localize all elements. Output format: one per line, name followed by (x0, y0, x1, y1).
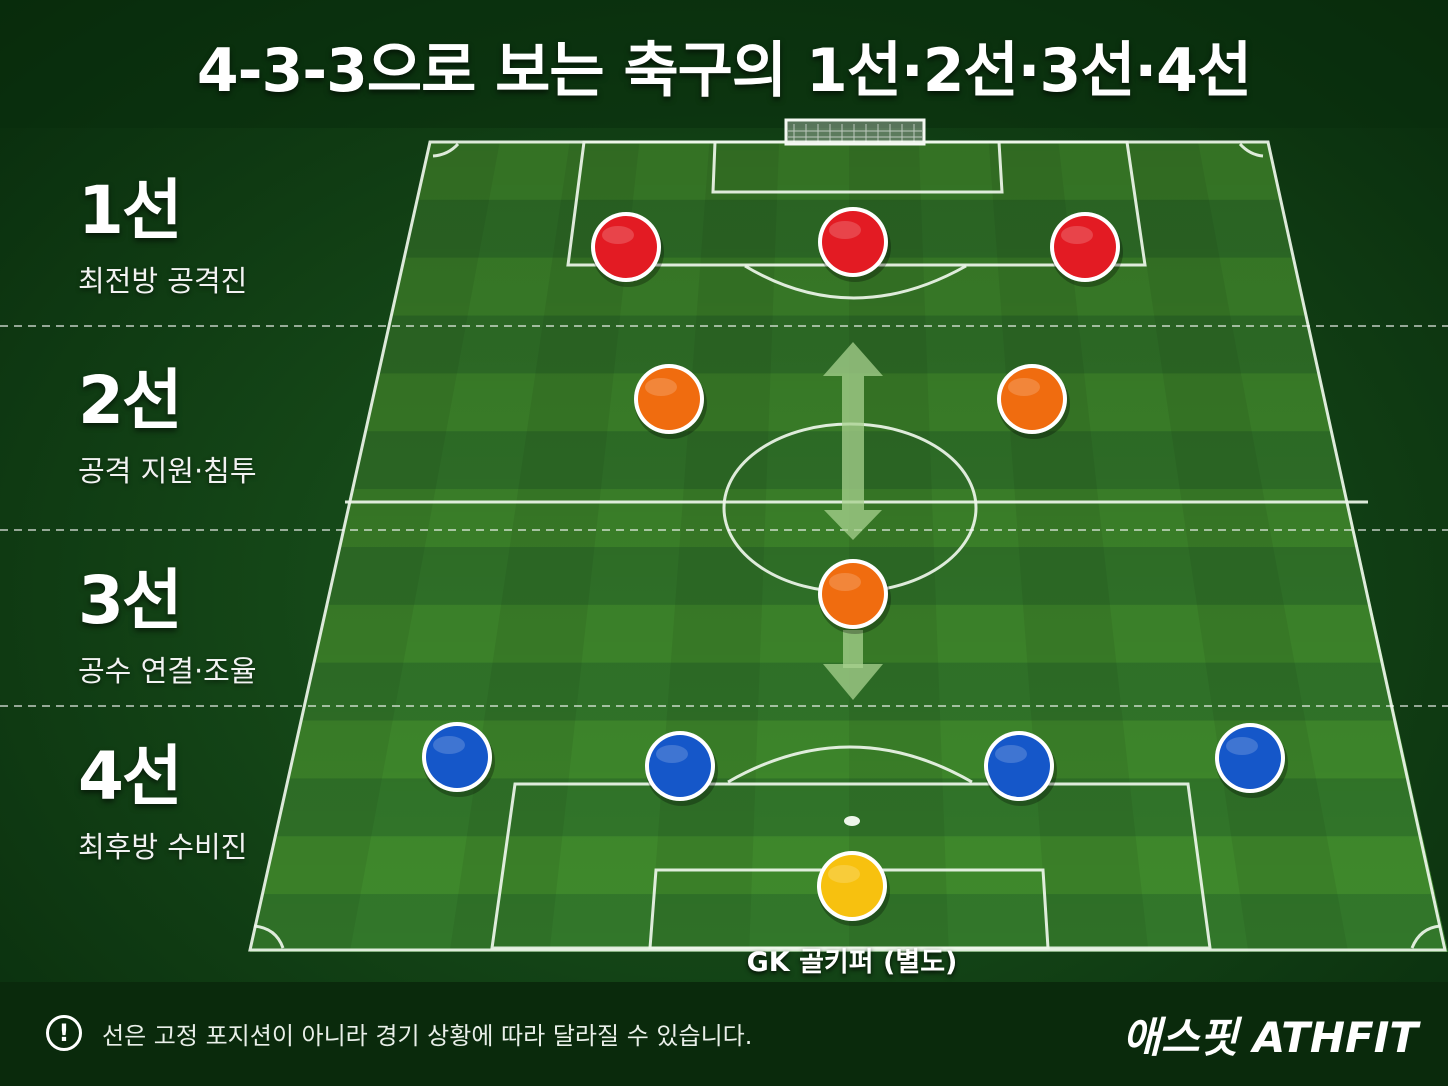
corner-arc-bottom-right (1410, 924, 1441, 949)
line-4-desc: 최후방 수비진 (78, 830, 248, 864)
bottom-penalty-box (490, 782, 1212, 950)
footer-band (0, 982, 1448, 1086)
player-line1-2 (818, 207, 891, 282)
line-label-3: 3선 공수 연결·조율 (78, 568, 257, 690)
corner-arc-bottom-left (253, 924, 285, 949)
exclamation-circle-icon: ! (46, 1015, 82, 1051)
line-label-4: 4선 최후방 수비진 (78, 744, 247, 866)
penalty-spot (844, 816, 860, 826)
footer-note-text: 선은 고정 포지션이 아니라 경기 상황에 따라 달라질 수 있습니다. (102, 1021, 753, 1050)
player-line1-1 (591, 212, 664, 287)
corner-arc-top-right (1238, 142, 1264, 158)
line-4-name: 4선 (78, 738, 183, 815)
player-line2-1 (634, 364, 707, 439)
line-label-1: 1선 최전방 공격진 (78, 178, 247, 300)
bottom-goal-area (648, 868, 1050, 950)
top-penalty-arc (744, 264, 967, 300)
header-band (0, 0, 1448, 128)
player-line4-3 (984, 731, 1057, 806)
footer-note: ! 선은 고정 포지션이 아니라 경기 상황에 따라 달라질 수 있습니다. (46, 1012, 752, 1054)
pitch-shade (250, 142, 1448, 952)
player-line4-1 (422, 722, 495, 797)
line-1-desc: 최전방 공격진 (78, 264, 248, 298)
player-line1-3 (1050, 212, 1123, 287)
player-line4-2 (645, 731, 718, 806)
goalkeeper-label: GK 골키퍼 (별도) (746, 947, 958, 978)
bottom-penalty-arc (727, 745, 973, 784)
top-goal-area (711, 140, 1004, 194)
line-3-name: 3선 (78, 562, 183, 639)
player-goalkeeper-1 (817, 851, 890, 926)
line-2-desc: 공격 지원·침투 (78, 454, 257, 488)
line-3-desc: 공수 연결·조율 (78, 654, 257, 688)
line-1-name: 1선 (78, 172, 183, 249)
page-title: 4-3-3으로 보는 축구의 1선·2선·3선·4선 (196, 36, 1252, 106)
movement-arrow-icon (823, 342, 883, 700)
player-line3-1 (818, 559, 891, 634)
goal (784, 118, 926, 146)
player-line4-4 (1215, 723, 1288, 798)
brand-logo: 애스핏 ATHFIT (1122, 1013, 1418, 1062)
player-line2-2 (997, 364, 1070, 439)
corner-arc-top-left (432, 142, 460, 158)
line-2-name: 2선 (78, 362, 183, 439)
line-label-2: 2선 공격 지원·침투 (78, 368, 257, 490)
